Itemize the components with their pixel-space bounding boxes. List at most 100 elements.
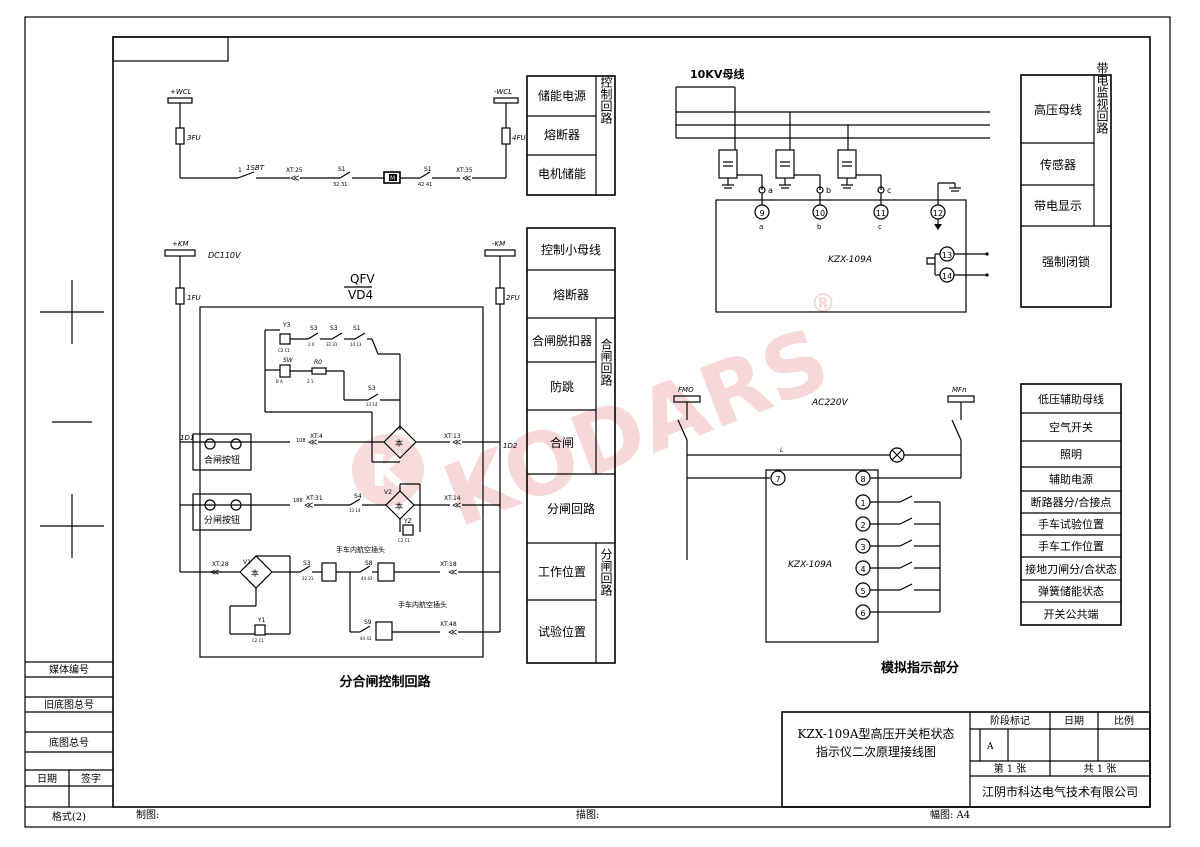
- y1-label: Y1: [257, 617, 266, 624]
- qfv-label: QFV: [350, 272, 375, 286]
- legend-rb-row-4: 辅助电源: [1049, 472, 1093, 486]
- legend-rt-row-3: 带电显示: [1034, 199, 1082, 213]
- svg-text:≪: ≪: [452, 438, 461, 448]
- terminal-13: 13: [942, 251, 952, 260]
- legend-rt-row-1: 高压母线: [1034, 102, 1082, 117]
- s3a-pins: 2 0: [308, 342, 315, 347]
- monitor-circuit: 10KV母线: [675, 67, 990, 313]
- svg-text:K: K: [371, 446, 407, 497]
- legend-rb-row-3: 照明: [1060, 448, 1082, 461]
- legend-rt-group: 带电监视回路: [1095, 62, 1109, 135]
- svg-text:本: 本: [395, 501, 403, 511]
- terminal-9: 9: [759, 209, 764, 218]
- sim-terminal-6: 6: [860, 609, 865, 618]
- xt35-label: XT:35: [456, 167, 473, 174]
- pin-a-bottom: a: [759, 223, 763, 231]
- sbt-pin: 1: [238, 167, 242, 174]
- xt18-label: XT:18: [440, 561, 457, 568]
- r0-pins: 2 1: [307, 379, 314, 384]
- yz-pins: C2 C1: [398, 538, 410, 543]
- s1-left-label: S1: [338, 166, 346, 173]
- stage-mark-label: 阶段标记: [990, 714, 1030, 727]
- svg-text:本: 本: [251, 568, 259, 578]
- y3-label: Y3: [282, 322, 291, 329]
- s3d-label: S3: [303, 560, 311, 567]
- legend-top-row-1: 储能电源: [538, 88, 586, 103]
- legend-closing-opening: 控制小母线 熔断器 合闸脱扣器 防跳 合闸 分闸回路 工作位置 试验位置 合闸回…: [526, 227, 616, 664]
- v1-label: V1: [243, 559, 251, 566]
- xt48-label: XT:48: [440, 621, 457, 628]
- s9-pins: 44 43: [360, 636, 372, 641]
- legend-control-circuit: 储能电源 熔断器 电机储能 控制回路: [526, 75, 616, 196]
- terminal-10: 10: [815, 209, 825, 218]
- svg-text:≪: ≪: [462, 174, 471, 184]
- sim-terminal-1: 1: [860, 499, 865, 508]
- minus-km-label: -KM: [492, 240, 505, 248]
- pin-a-top: a: [768, 186, 773, 195]
- legend-mid-row-6: 分闸回路: [547, 501, 595, 516]
- s3c-label: S3: [368, 385, 376, 392]
- w188-label: 188: [293, 498, 303, 504]
- legend-top-row-2: 熔断器: [544, 127, 580, 142]
- pin-b-bottom: b: [817, 223, 822, 231]
- s3d-pins: 22 21: [302, 576, 314, 581]
- yz-label: YZ: [403, 518, 412, 525]
- draw-label: 制图:: [136, 808, 159, 821]
- sw-pins: B A: [276, 379, 283, 384]
- open-button-label: 分闸按钮: [204, 514, 240, 526]
- dc-label: DC110V: [208, 251, 241, 260]
- s1c-label: S1: [353, 325, 361, 332]
- size-label: 幅图: A4: [930, 808, 970, 821]
- s3b-label: S3: [330, 325, 338, 332]
- svg-text:≪: ≪: [290, 174, 299, 184]
- legend-aux: 低压辅助母线 空气开关 照明 辅助电源 断路器分/合接点 手车试验位置 手车工作…: [1020, 383, 1122, 626]
- fu2-label: 2FU: [506, 294, 520, 302]
- terminal-11: 11: [876, 209, 886, 218]
- motor-symbol: M: [390, 175, 395, 182]
- sim-terminal-4: 4: [860, 565, 865, 574]
- legend-rt-row-4: 强制闭锁: [1042, 254, 1090, 269]
- simulation-title: 模拟指示部分: [881, 660, 959, 676]
- simulation-circuit: FMO MFn AC220V L 7 8 KZX-109A 1 2: [673, 386, 975, 676]
- legend-live-monitor: 高压母线 传感器 带电显示 强制闭锁 带电监视回路: [1020, 62, 1112, 308]
- plug2-label: 手车内航空插头: [398, 600, 447, 609]
- mfn-label: MFn: [952, 386, 967, 394]
- legend-top-row-3: 电机储能: [538, 166, 586, 181]
- left-margin: 媒体编号 旧底图总号 底图总号 日期 签字 格式(2): [25, 280, 113, 823]
- watermark-text: KODARS: [431, 310, 842, 547]
- s3b-pins: 32 31: [326, 342, 338, 347]
- title-block: KZX-109A型高压开关柜状态 指示仪二次原理接线图 阶段标记 日期 比例 A…: [781, 711, 1151, 808]
- legend-rb-row-6: 手车试验位置: [1038, 517, 1104, 531]
- title-line-2: 指示仪二次原理接线图: [816, 744, 936, 759]
- legend-rb-row-2: 空气开关: [1049, 420, 1093, 434]
- xt4-label: XT:4: [310, 433, 323, 440]
- company-label: 江阴市科达电气技术有限公司: [982, 784, 1138, 799]
- s4-label: S4: [354, 493, 362, 500]
- sim-terminal-3: 3: [860, 543, 865, 552]
- fmo-label: FMO: [678, 386, 694, 394]
- scale-label: 比例: [1114, 714, 1134, 727]
- s8-pins: 44 43: [361, 576, 373, 581]
- drawing-frame: [24, 16, 1171, 828]
- s1c-pins: 14 13: [350, 342, 362, 347]
- watermark: K KODARS ®: [352, 289, 842, 547]
- fu1-label: 1FU: [187, 294, 201, 302]
- legend-rt-row-2: 传感器: [1040, 157, 1076, 172]
- s4-pins: 13 14: [349, 508, 361, 513]
- title-line-1: KZX-109A型高压开关柜状态: [797, 726, 954, 741]
- legend-mid-group-close: 合闸回路: [599, 337, 613, 387]
- xt31-label: XT:31: [306, 495, 323, 502]
- motor-storage-circuit: +WCL 3FU 1 1SBT XT:25 ≪ S1 32 31 M S1 42…: [167, 88, 526, 188]
- fu4-label: 4FU: [512, 134, 526, 142]
- legend-mid-row-2: 熔断器: [553, 287, 589, 302]
- trace-label: 描图:: [576, 808, 599, 821]
- xt25-label: XT:25: [286, 167, 303, 174]
- bottom-bar: 制图: 描图: 幅图: A4: [136, 808, 970, 821]
- svg-text:≪: ≪: [304, 501, 313, 511]
- svg-text:≪: ≪: [210, 568, 219, 578]
- svg-text:本: 本: [395, 438, 403, 448]
- s9-label: S9: [364, 619, 372, 626]
- media-number-label: 媒体编号: [49, 663, 89, 676]
- legend-rb-row-10: 开关公共端: [1044, 607, 1099, 621]
- d1-label: 1D1: [180, 434, 194, 442]
